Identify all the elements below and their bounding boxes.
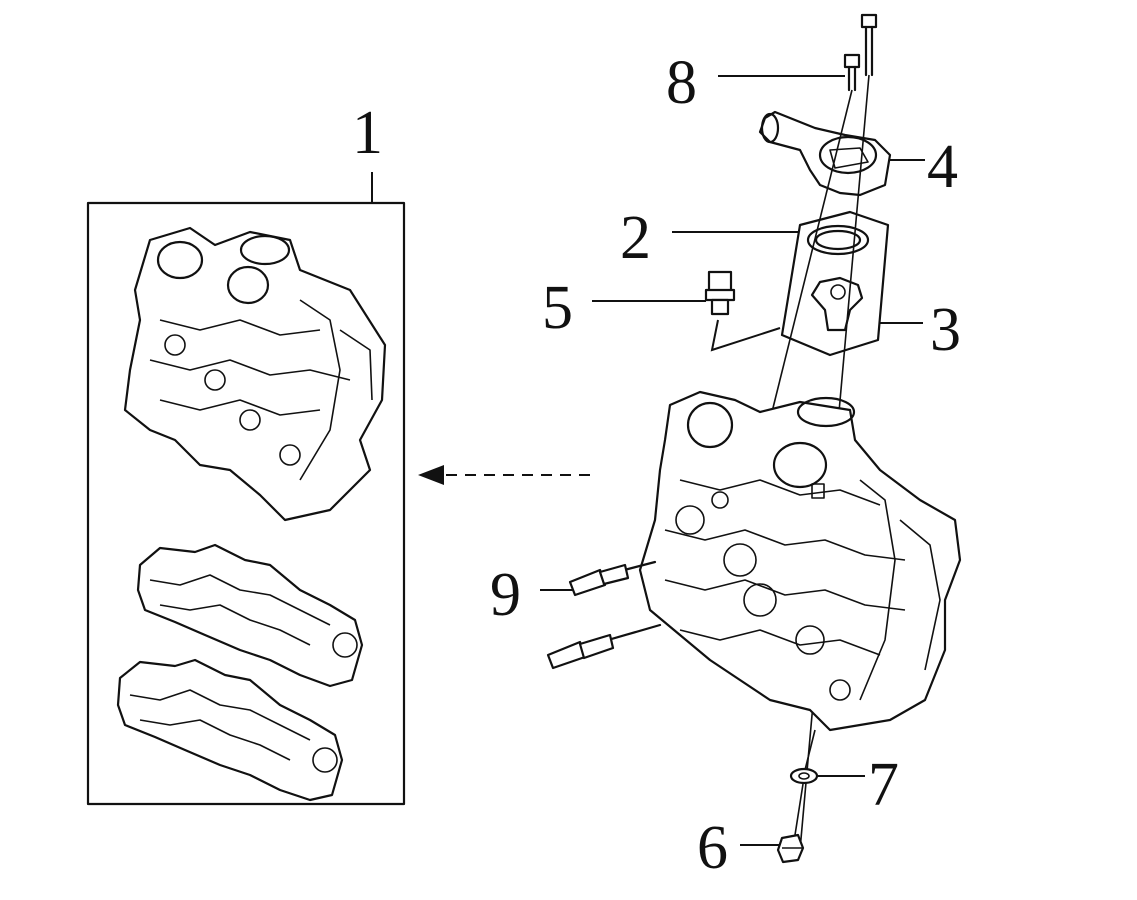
- leader-lines: [371, 75, 925, 846]
- thermostat-gasket-2-3: [780, 210, 890, 357]
- callout-1: 1: [352, 99, 383, 167]
- washer-7: [789, 729, 819, 785]
- callout-4: 4: [927, 133, 958, 201]
- small-cylinder-head: [123, 226, 387, 522]
- spark-plug-9-lower: [546, 623, 662, 670]
- callout-9: 9: [490, 561, 521, 629]
- thermostat-housing-4: [758, 110, 892, 197]
- callout-8: 8: [666, 49, 697, 117]
- part-1-kit-box: [86, 201, 406, 806]
- callout-5: 5: [542, 274, 573, 342]
- bolt-8: [843, 13, 878, 92]
- callout-2: 2: [620, 204, 651, 272]
- cylinder-head-main: [638, 390, 962, 732]
- sensor-5: [704, 270, 736, 316]
- callout-3: 3: [930, 296, 961, 364]
- callout-6: 6: [697, 814, 728, 882]
- assembly-arrow: [418, 465, 590, 485]
- callout-7: 7: [868, 751, 899, 819]
- spark-plug-9-upper: [568, 560, 657, 597]
- camshaft-carrier-lower: [116, 658, 344, 802]
- camshaft-carrier-upper: [136, 543, 364, 688]
- bolt-6: [776, 783, 805, 864]
